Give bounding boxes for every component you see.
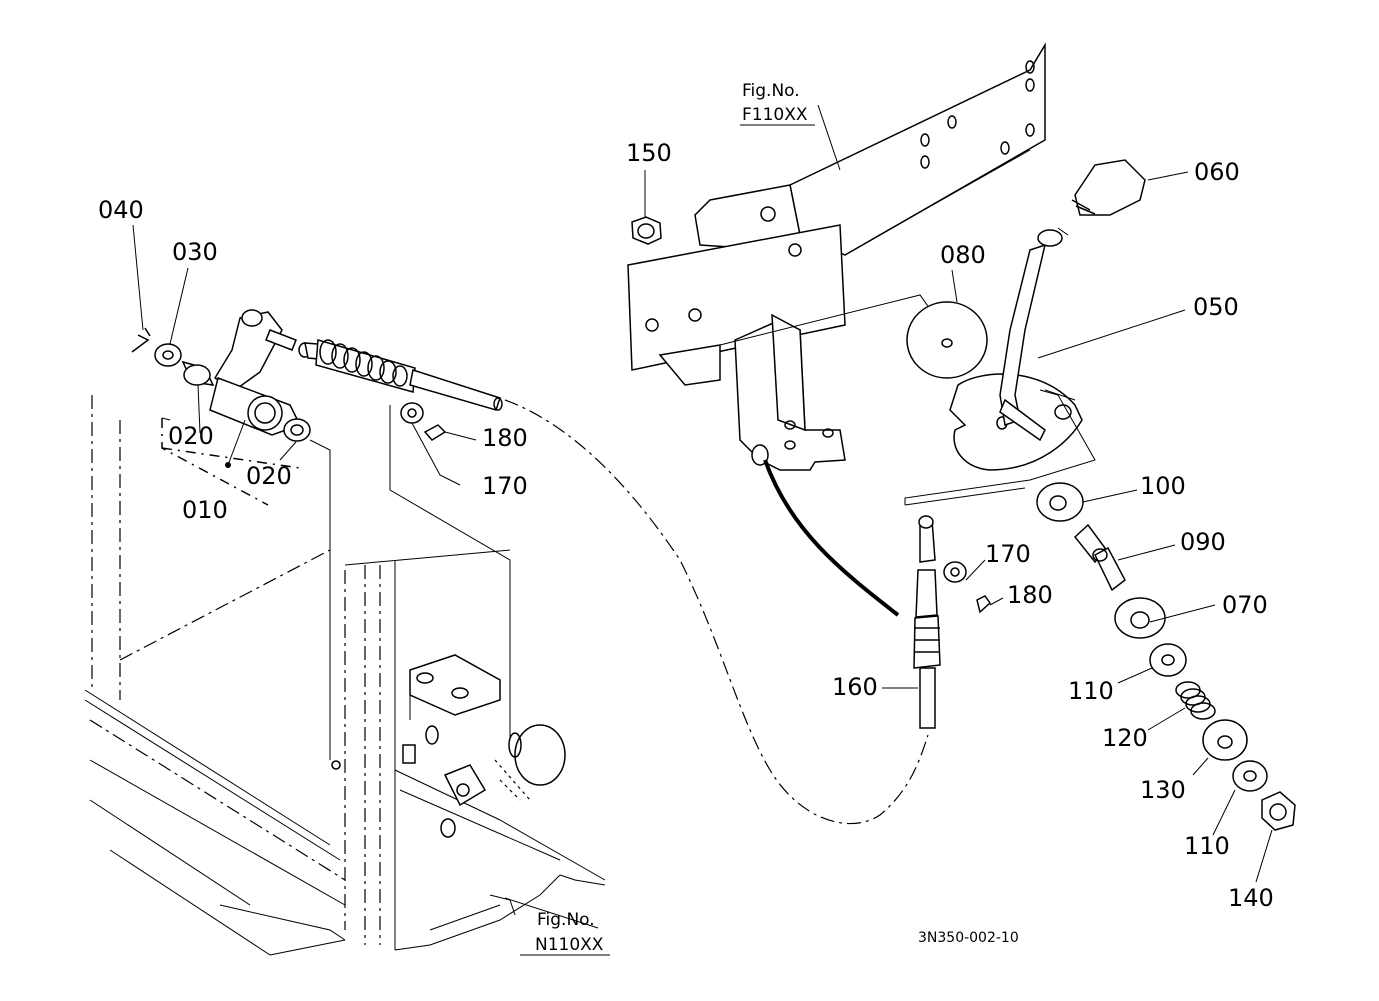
svg-text:N110XX: N110XX bbox=[535, 935, 604, 955]
svg-text:Fig.No.: Fig.No. bbox=[742, 81, 800, 101]
callout-160: 160 bbox=[832, 673, 878, 701]
collar-130 bbox=[1202, 719, 1248, 761]
bolt-090 bbox=[1073, 523, 1126, 592]
washer-110-lower bbox=[1232, 760, 1268, 792]
lever-rod bbox=[999, 229, 1063, 442]
washer-100 bbox=[1036, 482, 1084, 522]
control-cable bbox=[504, 399, 929, 825]
assembly-010-bracket bbox=[161, 418, 301, 506]
callout-020-upper: 020 bbox=[168, 422, 214, 450]
callout-100: 100 bbox=[1140, 472, 1186, 500]
callout-170-right: 170 bbox=[985, 540, 1031, 568]
callout-080: 080 bbox=[940, 241, 986, 269]
figure-ref-bottom: Fig.No. N110XX bbox=[520, 910, 610, 956]
callout-070: 070 bbox=[1222, 591, 1268, 619]
pin-180-left bbox=[423, 424, 447, 441]
cable-end-upper bbox=[298, 339, 503, 411]
pivot-arm bbox=[209, 309, 302, 436]
mounting-bracket bbox=[627, 42, 1046, 471]
callout-180-right: 180 bbox=[1007, 581, 1053, 609]
washer-110-upper bbox=[1149, 643, 1187, 677]
inner-cable bbox=[763, 459, 900, 617]
diagram-code: 3N350-002-10 bbox=[918, 930, 1019, 946]
washer-170-right bbox=[943, 561, 967, 583]
callout-110-lower: 110 bbox=[1184, 832, 1230, 860]
pin-040 bbox=[131, 327, 151, 353]
washer-170-left bbox=[400, 402, 424, 424]
callout-labels: 040 030 020 020 010 180 170 150 060 080 … bbox=[98, 139, 1274, 912]
bushing-020-upper bbox=[181, 360, 215, 386]
disc-080 bbox=[906, 301, 988, 379]
nut-140 bbox=[1261, 791, 1296, 831]
spring-120 bbox=[1175, 681, 1216, 720]
callout-120: 120 bbox=[1102, 724, 1148, 752]
svg-text:Fig.No.: Fig.No. bbox=[537, 910, 595, 930]
callout-060: 060 bbox=[1194, 158, 1240, 186]
callout-030: 030 bbox=[172, 238, 218, 266]
svg-text:F110XX: F110XX bbox=[742, 105, 808, 125]
cable-end-160 bbox=[913, 515, 941, 729]
callout-040: 040 bbox=[98, 196, 144, 224]
leader-lines bbox=[132, 104, 1273, 929]
nut-150 bbox=[631, 216, 662, 245]
washer-070 bbox=[1114, 597, 1166, 639]
callout-180-left: 180 bbox=[482, 424, 528, 452]
callout-140: 140 bbox=[1228, 884, 1274, 912]
callout-020-lower: 020 bbox=[246, 462, 292, 490]
bushing-020-lower bbox=[283, 418, 311, 442]
callout-110-upper: 110 bbox=[1068, 677, 1114, 705]
callout-090: 090 bbox=[1180, 528, 1226, 556]
callout-050: 050 bbox=[1193, 293, 1239, 321]
frame-body-drawing bbox=[84, 395, 606, 956]
knob-060 bbox=[1071, 159, 1146, 216]
callout-170-left: 170 bbox=[482, 472, 528, 500]
figure-ref-top: Fig.No. F110XX bbox=[740, 81, 815, 126]
washer-030 bbox=[154, 343, 182, 367]
callout-130: 130 bbox=[1140, 776, 1186, 804]
callout-010: 010 bbox=[182, 496, 228, 524]
pin-180-right bbox=[976, 595, 991, 614]
callout-150: 150 bbox=[626, 139, 672, 167]
